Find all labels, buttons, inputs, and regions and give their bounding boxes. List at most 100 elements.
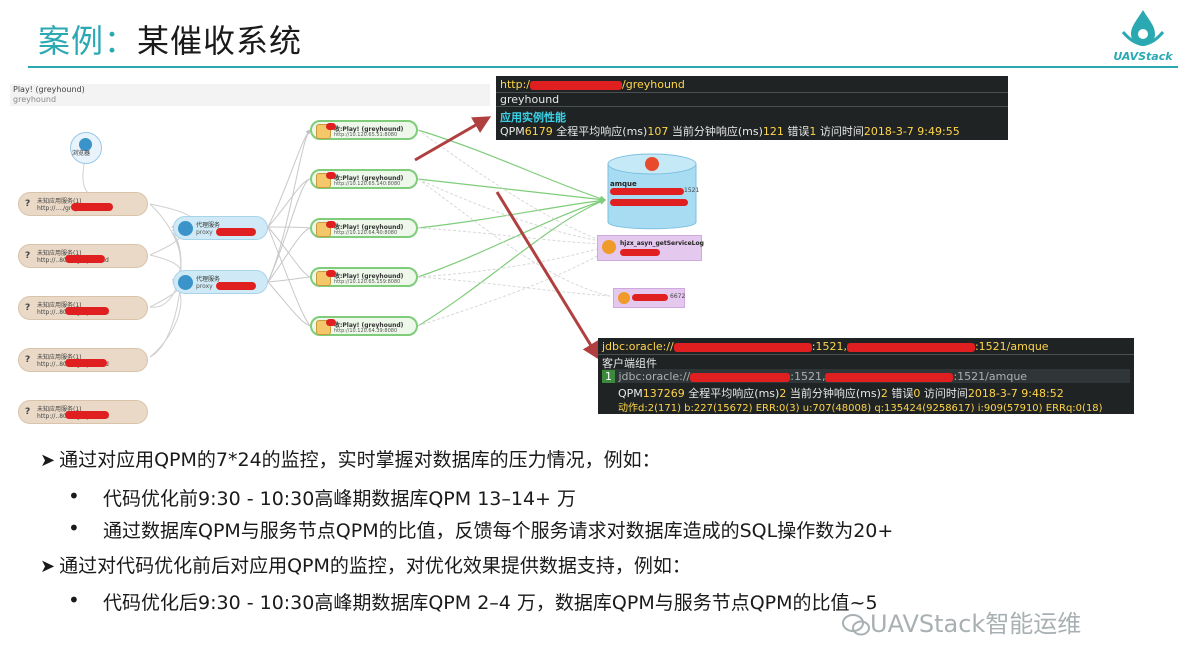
database-node[interactable]: amque 1521 xyxy=(606,152,700,234)
log-icon xyxy=(602,240,616,254)
bullet-2-text: 通过对代码优化前后对应用QPM的监控，对优化效果提供数据支持，例如： xyxy=(59,555,691,577)
time-value: 2018-3-7 9:49:55 xyxy=(863,125,960,138)
node-label: 未知应用服务(1) xyxy=(37,198,82,205)
err-value: 0 xyxy=(913,387,921,400)
unknown-icon: ? xyxy=(25,251,31,261)
redaction-mark xyxy=(610,188,684,195)
wechat-icon xyxy=(842,614,870,636)
redaction-mark xyxy=(65,307,109,315)
title-main: 某催收系统 xyxy=(137,22,303,60)
qpm-label: QPM xyxy=(618,387,643,400)
redaction-mark xyxy=(326,221,336,228)
topology-app-title: Play! (greyhound) xyxy=(13,85,85,94)
app-metrics: QPM6179 全程平均响应(ms)107 当前分钟响应(ms)121 错误1 … xyxy=(500,123,960,139)
service-node[interactable]: 收:Play! (greyhound) http://10.120.65.140… xyxy=(310,169,418,189)
proxy-node[interactable]: 代理服务 proxy xyxy=(173,216,268,240)
log-label: hjzx_asyn_getServiceLog xyxy=(620,240,704,247)
avg-value: 2 xyxy=(779,387,787,400)
row-index: 1 xyxy=(602,370,615,383)
proxy-node[interactable]: 代理服务 proxy xyxy=(173,270,268,294)
section-title: 应用实例性能 xyxy=(500,111,566,124)
redaction-mark xyxy=(71,203,113,211)
node-url: http://10.120.64.39:8080 xyxy=(334,328,398,334)
row-mid: :1521, xyxy=(790,370,826,383)
component-label: 客户端组件 xyxy=(602,357,657,370)
node-label: 收:Play! (greyhound) xyxy=(334,322,404,329)
watermark-text: UAVStack智能运维 xyxy=(870,610,1082,638)
cur-value: 121 xyxy=(762,125,784,138)
dot-bullet-icon: • xyxy=(68,516,80,540)
unknown-icon: ? xyxy=(25,407,31,417)
node-url: http://10.120.65.159:8080 xyxy=(334,279,401,285)
unknown-service-node[interactable]: ? 未知应用服务(1) http://..8080/greyhound xyxy=(18,244,148,268)
service-node[interactable]: 收:Play! (greyhound) http://10.120.65.159… xyxy=(310,267,418,287)
qpm-label: QPM xyxy=(500,125,525,138)
node-label: 收:Play! (greyhound) xyxy=(334,224,404,231)
time-value: 2018-3-7 9:48:52 xyxy=(967,387,1064,400)
redaction-mark xyxy=(65,411,109,419)
service-node[interactable]: 收:Play! (greyhound) http://10.120.65.51:… xyxy=(310,120,418,140)
topology-header xyxy=(10,84,490,106)
redaction-mark xyxy=(673,342,812,352)
dot-bullet-icon: • xyxy=(68,484,80,508)
avg-label: 全程平均响应(ms) xyxy=(688,387,780,400)
unknown-icon: ? xyxy=(25,355,31,365)
node-url: http://10.120.65.140:8080 xyxy=(334,181,401,187)
err-label: 错误 xyxy=(787,125,810,138)
app-url: http://greyhound xyxy=(500,78,685,91)
row-prefix: jdbc:oracle:// xyxy=(618,370,691,383)
log-service-node[interactable]: hjzx_asyn_getServiceLog xyxy=(597,235,704,261)
unknown-service-node[interactable]: ? 未知应用服务(1) http://..8080/greyhound xyxy=(18,400,148,424)
database-label: amque xyxy=(610,180,637,188)
jdbc-suffix: :1521/amque xyxy=(974,340,1049,353)
node-label: 收:Play! (greyhound) xyxy=(334,273,404,280)
node-label: 未知应用服务(1) xyxy=(37,354,82,361)
app-instance-tooltip: http://greyhound greyhound 应用实例性能 QPM617… xyxy=(496,76,1008,140)
action-stats: 动作d:2(171) b:227(15672) ERR:0(3) u:707(4… xyxy=(618,403,1103,414)
cur-label: 当前分钟响应(ms) xyxy=(789,387,881,400)
logo-text: UAVStack xyxy=(1113,50,1173,63)
database-port: 1521 xyxy=(684,187,700,194)
cur-label: 当前分钟响应(ms) xyxy=(671,125,763,138)
bullet-1-1: 代码优化前9:30 - 10:30高峰期数据库QPM 13–14+ 万 xyxy=(103,488,577,510)
redaction-mark xyxy=(846,342,975,352)
watermark: UAVStack智能运维 xyxy=(842,604,1081,639)
node-label: 代理服务 xyxy=(196,276,221,283)
node-url: proxy xyxy=(196,229,213,236)
proxy-icon xyxy=(178,221,193,236)
service-port: 6672 xyxy=(670,293,686,300)
node-url: http://10.120.64.40:8080 xyxy=(334,230,398,236)
redaction-mark xyxy=(65,255,105,263)
node-url: http://10.120.65.51:8080 xyxy=(334,132,398,138)
component-row[interactable]: 1 jdbc:oracle://:1521,:1521/amque xyxy=(602,370,1027,383)
service-icon xyxy=(618,292,630,304)
proxy-icon xyxy=(178,275,193,290)
service-node[interactable]: 收:Play! (greyhound) http://10.120.64.39:… xyxy=(310,316,418,336)
redaction-mark xyxy=(216,282,256,290)
cur-value: 2 xyxy=(880,387,888,400)
dot-bullet-icon: • xyxy=(68,588,80,612)
unknown-service-node[interactable]: ? 未知应用服务(1) http://..8080/greyhound xyxy=(18,296,148,320)
browser-label: 浏览器 xyxy=(72,150,91,157)
bullet-1: ➤通过对应用QPM的7*24的监控，实时掌握对数据库的压力情况，例如： xyxy=(40,445,661,472)
unknown-service-node[interactable]: ? 未知应用服务(1) http://..../greyhound xyxy=(18,192,148,216)
title-prefix: 案例 xyxy=(38,22,105,60)
browser-icon[interactable] xyxy=(70,132,102,164)
db-client-tooltip: jdbc:oracle://:1521,:1521/amque 客户端组件 1 … xyxy=(598,338,1134,414)
arrow-bullet-icon: ➤ xyxy=(40,556,56,577)
node-label: 未知应用服务(1) xyxy=(37,406,82,413)
bullet-1-2: 通过数据库QPM与服务节点QPM的比值，反馈每个服务请求对数据库造成的SQL操作… xyxy=(103,520,894,542)
service-node[interactable]: 收:Play! (greyhound) http://10.120.64.40:… xyxy=(310,218,418,238)
time-label: 访问时间 xyxy=(819,125,864,138)
unknown-service-node[interactable]: ? 未知应用服务(1) http://..8080/greyhound xyxy=(18,348,148,372)
time-label: 访问时间 xyxy=(923,387,968,400)
external-service-node[interactable]: 6672 xyxy=(613,288,685,308)
node-url: http://..../greyhound xyxy=(37,205,98,212)
database-icon xyxy=(607,153,697,230)
title-separator: ： xyxy=(104,22,138,60)
redaction-mark xyxy=(326,172,336,179)
redaction-mark xyxy=(690,372,791,382)
node-label: 未知应用服务(1) xyxy=(37,302,82,309)
redaction-mark xyxy=(326,270,336,277)
redaction-mark xyxy=(825,372,954,382)
